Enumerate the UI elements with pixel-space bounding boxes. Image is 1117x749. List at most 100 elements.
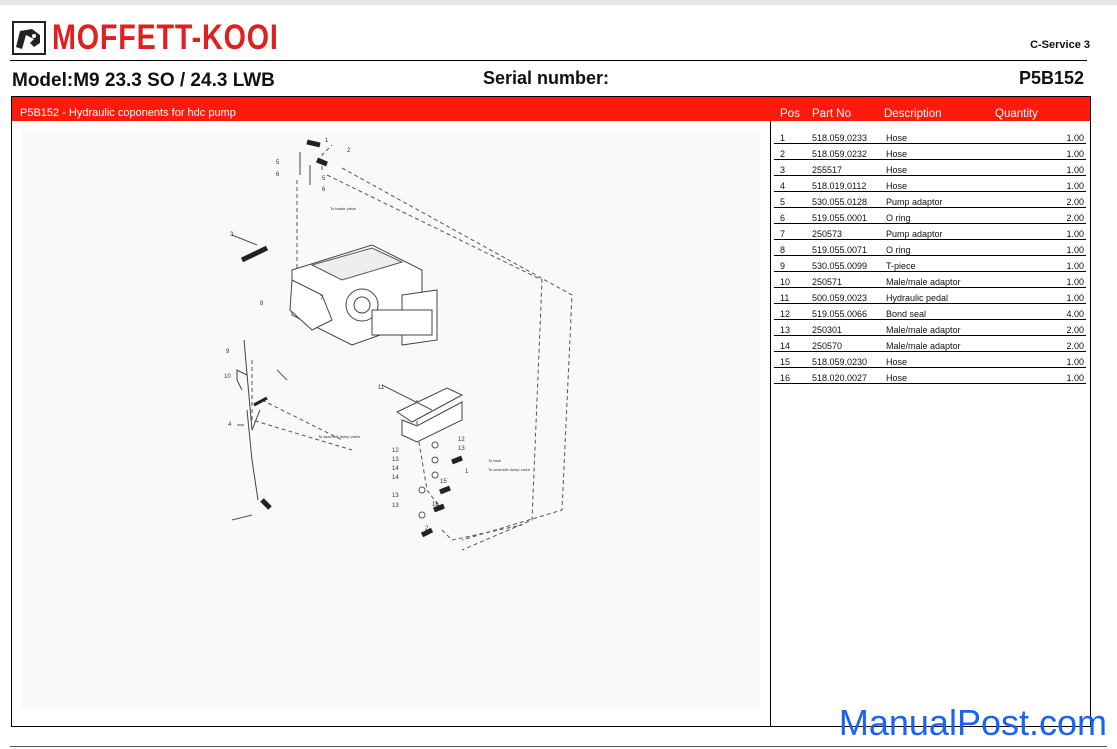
part-pos: 14 <box>774 335 812 352</box>
callout-13c: 13 <box>392 493 399 499</box>
part-description: Hydraulic pedal <box>886 287 994 304</box>
logo-icon <box>12 21 46 55</box>
part-description: Pump adaptor <box>886 223 994 240</box>
part-number: 255517 <box>812 159 886 176</box>
part-quantity: 1.00 <box>994 239 1086 256</box>
callout-2: 2 <box>347 148 351 154</box>
part-pos: 10 <box>774 271 812 288</box>
section-title: P5B152 - Hydraulic coponents for hdc pum… <box>20 107 236 119</box>
part-quantity: 1.00 <box>994 287 1086 304</box>
part-description: Bond seal <box>886 303 994 320</box>
part-description: Hose <box>886 159 994 176</box>
part-quantity: 1.00 <box>994 367 1086 384</box>
part-quantity: 1.00 <box>994 128 1086 144</box>
part-number: 518.020.0027 <box>812 367 886 384</box>
part-quantity: 1.00 <box>994 255 1086 272</box>
part-number: 518.059.0230 <box>812 351 886 368</box>
callout-7: 7 <box>320 296 324 302</box>
part-description: Male/male adaptor <box>886 319 994 336</box>
part-quantity: 1.00 <box>994 223 1086 240</box>
part-description: Pump adaptor <box>886 191 994 208</box>
callout-1b: 1 <box>465 469 469 475</box>
callout-14a: 14 <box>392 466 399 472</box>
part-pos: 2 <box>774 143 812 160</box>
exploded-diagram: 1 2 5 6 5 6 3 8 9 10 4 11 12 13 12 14 13… <box>22 130 760 708</box>
footer-line <box>10 746 1107 747</box>
part-number: 250573 <box>812 223 886 240</box>
callout-11: 11 <box>378 385 385 391</box>
part-pos: 7 <box>774 223 812 240</box>
callout-4: 4 <box>228 422 232 428</box>
part-description: Male/male adaptor <box>886 271 994 288</box>
watermark: ManualPost.com <box>838 702 1107 743</box>
serial-number-label: Serial number: <box>483 68 610 88</box>
part-pos: 16 <box>774 367 812 384</box>
callout-15: 15 <box>440 479 447 485</box>
part-pos: 12 <box>774 303 812 320</box>
callout-10: 10 <box>224 374 231 380</box>
part-quantity: 4.00 <box>994 303 1086 320</box>
column-header-pos: Pos <box>780 108 800 120</box>
part-pos: 6 <box>774 207 812 224</box>
logo-wordmark: MOFFETT-KOOI <box>52 18 279 57</box>
column-divider <box>770 121 771 727</box>
column-header-description: Description <box>884 108 942 120</box>
callout-13b: 13 <box>458 446 465 452</box>
part-number: 518.059.0232 <box>812 143 886 160</box>
callout-12b: 12 <box>458 437 465 443</box>
callout-13a: 13 <box>392 457 399 463</box>
top-band <box>0 0 1117 5</box>
section-header-bar: P5B152 - Hydraulic coponents for hdc pum… <box>12 97 1090 121</box>
note-seat-dump: To seat belt dump valve <box>318 434 361 439</box>
note-tank: To tank <box>488 458 501 463</box>
part-pos: 3 <box>774 159 812 176</box>
callout-2b: 2 <box>425 526 429 532</box>
part-pos: 9 <box>774 255 812 272</box>
part-number: 530.055.0099 <box>812 255 886 272</box>
service-label: C-Service 3 <box>1030 39 1090 51</box>
part-description: Hose <box>886 351 994 368</box>
part-quantity: 1.00 <box>994 271 1086 288</box>
page-code: P5B152 <box>1018 68 1084 88</box>
part-quantity: 2.00 <box>994 191 1086 208</box>
callout-13d: 13 <box>392 503 399 509</box>
part-quantity: 1.00 <box>994 159 1086 176</box>
part-quantity: 1.00 <box>994 175 1086 192</box>
callout-6b: 6 <box>322 187 326 193</box>
callout-8: 8 <box>260 301 264 307</box>
column-header-quantity: Quantity <box>995 108 1038 120</box>
part-number: 250571 <box>812 271 886 288</box>
part-number: 500.059.0023 <box>812 287 886 304</box>
part-description: Hose <box>886 143 994 160</box>
part-description: O ring <box>886 239 994 256</box>
note-brake-valve: To brake valve <box>330 206 357 211</box>
note-seat-belt-dump: To seat belt dump valve <box>488 467 531 472</box>
part-quantity: 2.00 <box>994 207 1086 224</box>
callout-9: 9 <box>226 349 230 355</box>
part-pos: 8 <box>774 239 812 256</box>
part-number: 519.055.0066 <box>812 303 886 320</box>
header-divider <box>10 60 1087 61</box>
part-quantity: 1.00 <box>994 143 1086 160</box>
part-number: 519.055.0001 <box>812 207 886 224</box>
content-frame <box>11 96 1091 727</box>
callout-14b: 14 <box>392 475 399 481</box>
part-description: Hose <box>886 128 994 144</box>
part-pos: 13 <box>774 319 812 336</box>
part-number: 250301 <box>812 319 886 336</box>
